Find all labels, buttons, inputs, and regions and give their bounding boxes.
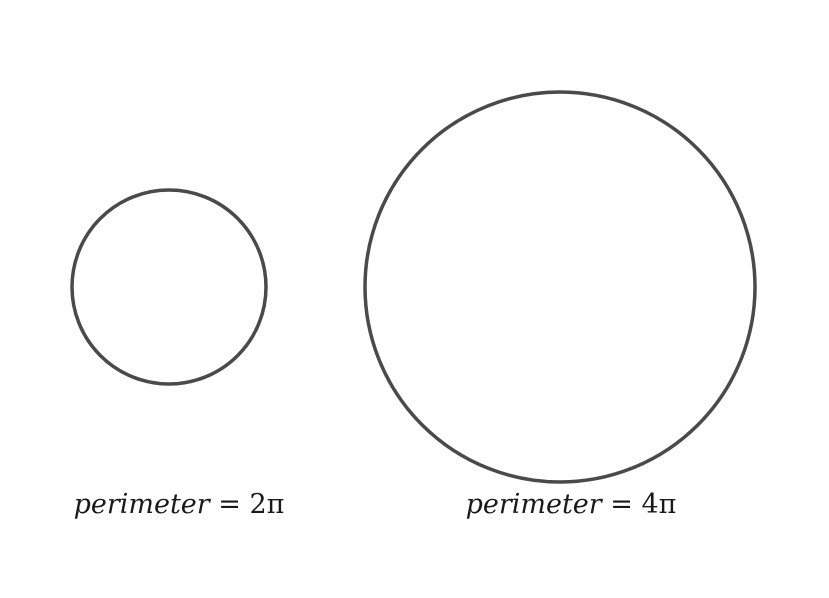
large-circle <box>363 90 757 484</box>
small-circle-perimeter-label: perimeter = 2π <box>74 489 285 520</box>
large-circle-label-operator: = <box>602 489 642 520</box>
small-circle-label-operator: = <box>210 489 250 520</box>
small-circle <box>70 188 268 386</box>
small-circle-label-value: 2π <box>249 489 284 520</box>
small-circle-label-variable: perimeter <box>74 489 212 520</box>
large-circle-perimeter-label: perimeter = 4π <box>466 489 677 520</box>
large-circle-label-variable: perimeter <box>466 489 604 520</box>
large-circle-label-value: 4π <box>641 489 676 520</box>
